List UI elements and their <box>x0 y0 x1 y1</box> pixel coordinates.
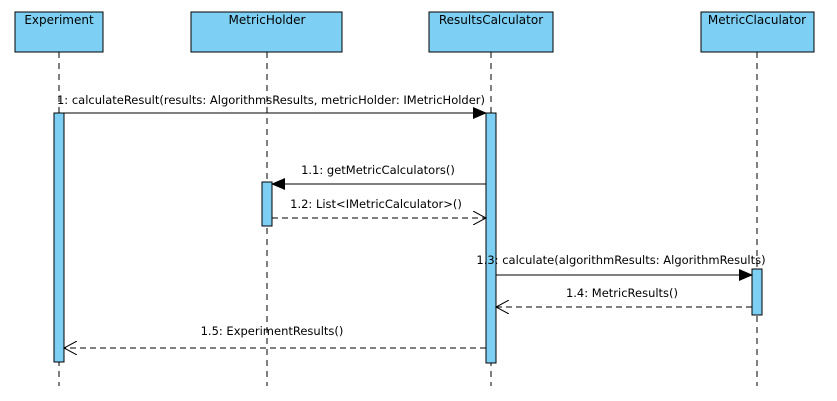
message-1-5[interactable]: 1.5: ExperimentResults() <box>64 324 486 348</box>
message-1-2[interactable]: 1.2: List<IMetricCalculator>() <box>272 197 486 218</box>
participant-label-resultscalculator: ResultsCalculator <box>439 13 543 27</box>
participant-box-experiment <box>14 11 104 53</box>
message-1-4[interactable]: 1.4: MetricResults() <box>496 286 752 307</box>
activation-metricholder <box>261 181 273 227</box>
participant-experiment[interactable]: Experiment <box>14 11 104 53</box>
participant-resultscalculator[interactable]: ResultsCalculator <box>428 11 554 53</box>
activation-metriccalculator <box>751 268 763 316</box>
message-1[interactable]: 1: calculateResult(results: AlgorithmsRe… <box>57 93 487 119</box>
message-1-5-label: 1.5: ExperimentResults() <box>201 324 344 338</box>
message-1-3-label: 1.3: calculate(algorithmResults: Algorit… <box>476 253 765 267</box>
message-1-3[interactable]: 1.3: calculate(algorithmResults: Algorit… <box>476 253 766 281</box>
participant-label-metriccalculator: MetricClaculator <box>708 13 806 27</box>
message-1-4-label: 1.4: MetricResults() <box>566 286 678 300</box>
activation-experiment <box>53 112 65 363</box>
activation-bars <box>53 112 763 364</box>
message-1-1-label: 1.1: getMetricCalculators() <box>301 163 455 177</box>
participant-box-resultscalculator <box>428 11 554 53</box>
activation-resultscalculator <box>485 112 497 364</box>
participant-label-metricholder: MetricHolder <box>229 13 306 27</box>
participant-label-experiment: Experiment <box>24 13 94 27</box>
participant-box-metricholder <box>190 11 343 53</box>
message-1-2-label: 1.2: List<IMetricCalculator>() <box>290 197 462 211</box>
participant-box-metriccalculator <box>700 11 815 53</box>
message-1-label: 1: calculateResult(results: AlgorithmsRe… <box>57 93 485 107</box>
participant-metriccalculator[interactable]: MetricClaculator <box>700 11 815 53</box>
messages: 1: calculateResult(results: AlgorithmsRe… <box>57 93 766 348</box>
message-1-1[interactable]: 1.1: getMetricCalculators() <box>271 163 486 190</box>
participant-headers: Experiment MetricHolder ResultsCalculato… <box>14 11 815 53</box>
participant-metricholder[interactable]: MetricHolder <box>190 11 343 53</box>
